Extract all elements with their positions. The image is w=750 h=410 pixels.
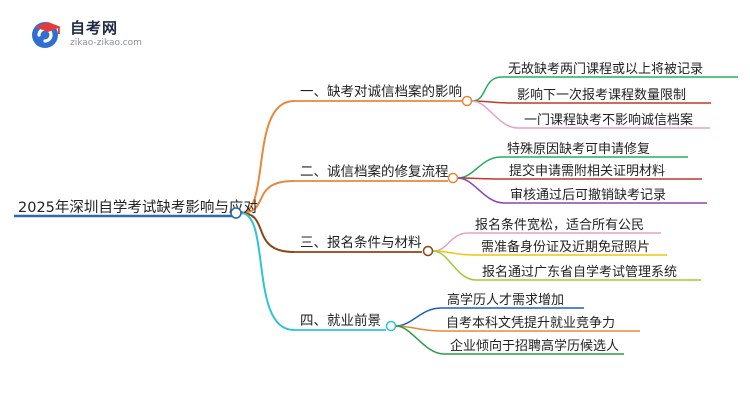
root-connector (240, 212, 295, 331)
leaf-connector (395, 325, 445, 355)
leaf-label: 自考本科文凭提升就业竞争力 (446, 315, 615, 331)
root-node-icon (230, 207, 242, 219)
leaf-label: 影响下一次报考课程数量限制 (517, 87, 686, 103)
logo-url: zikao-zikao.com (70, 38, 142, 48)
leaf-label: 一门课程缺考不影响诚信档案 (524, 112, 693, 128)
leaf-label: 高学历人才需求增加 (447, 292, 564, 308)
root-connector (240, 212, 295, 253)
leaf-connector (457, 177, 505, 204)
branch-node-icon (422, 245, 434, 257)
leaf-label: 企业倾向于招聘高学历候选人 (450, 338, 619, 354)
logo-title: 自考网 (70, 19, 119, 37)
leaf-connector (471, 76, 503, 102)
branch-label: 一、缺考对诚信档案的影响 (300, 83, 462, 100)
leaf-label: 无故缺考两门课程或以上将被记录 (508, 62, 703, 77)
branch-label: 四、就业前景 (300, 312, 381, 329)
leaf-connector (457, 156, 502, 179)
leaf-connector (432, 250, 477, 281)
leaf-label: 报名通过广东省自学考试管理系统 (482, 264, 677, 280)
root-connector (240, 180, 295, 214)
branch-label: 二、诚信档案的修复流程 (300, 163, 449, 180)
leaf-label: 报名条件宽松，适合所有公民 (475, 217, 644, 233)
branch-node-icon (385, 320, 397, 332)
branch-node-icon (447, 172, 459, 184)
leaf-label: 需准备身份证及近期免冠照片 (481, 239, 650, 255)
site-logo: 自考网 zikao-zikao.com (30, 16, 170, 52)
leaf-label: 提交申请需附相关证明材料 (509, 163, 665, 179)
leaf-label: 审核通过后可撤销缺考记录 (510, 187, 666, 203)
branch-node-icon (461, 95, 473, 107)
logo-mark-icon (32, 22, 61, 48)
leaf-connector (395, 307, 442, 327)
leaf-label: 特殊原因缺考可申请修复 (507, 142, 650, 157)
root-connector (240, 100, 295, 214)
branch-label: 三、报名条件与材料 (300, 234, 422, 251)
root-title: 2025年深圳自学考试缺考影响与应对 (18, 198, 258, 216)
leaf-connector (471, 100, 519, 129)
leaf-connector (432, 232, 470, 252)
